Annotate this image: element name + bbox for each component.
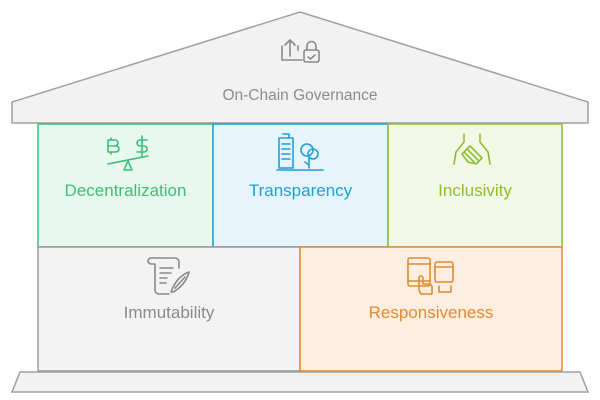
pillar-label-decentralization: Decentralization: [64, 181, 187, 200]
building-tree-icon: [276, 133, 324, 171]
pillar-label-responsiveness: Responsiveness: [368, 303, 494, 322]
pillar-label-inclusivity: Inclusivity: [438, 181, 512, 200]
scroll-feather-icon: [147, 257, 190, 295]
roof: [11, 11, 589, 124]
bitcoin-dollar-seesaw-icon: [107, 135, 149, 171]
pillar-label-immutability: Immutability: [123, 303, 215, 322]
joined-hands-icon: [453, 133, 491, 165]
pillar-label-transparency: Transparency: [248, 181, 353, 200]
base-step: [10, 371, 590, 393]
devices-hand-icon: [407, 257, 454, 295]
roof-title: On-Chain Governance: [222, 87, 378, 104]
panel-responsiveness: [299, 246, 563, 372]
upload-lock-icon: [281, 39, 320, 63]
panel-decentralization: [37, 123, 214, 248]
